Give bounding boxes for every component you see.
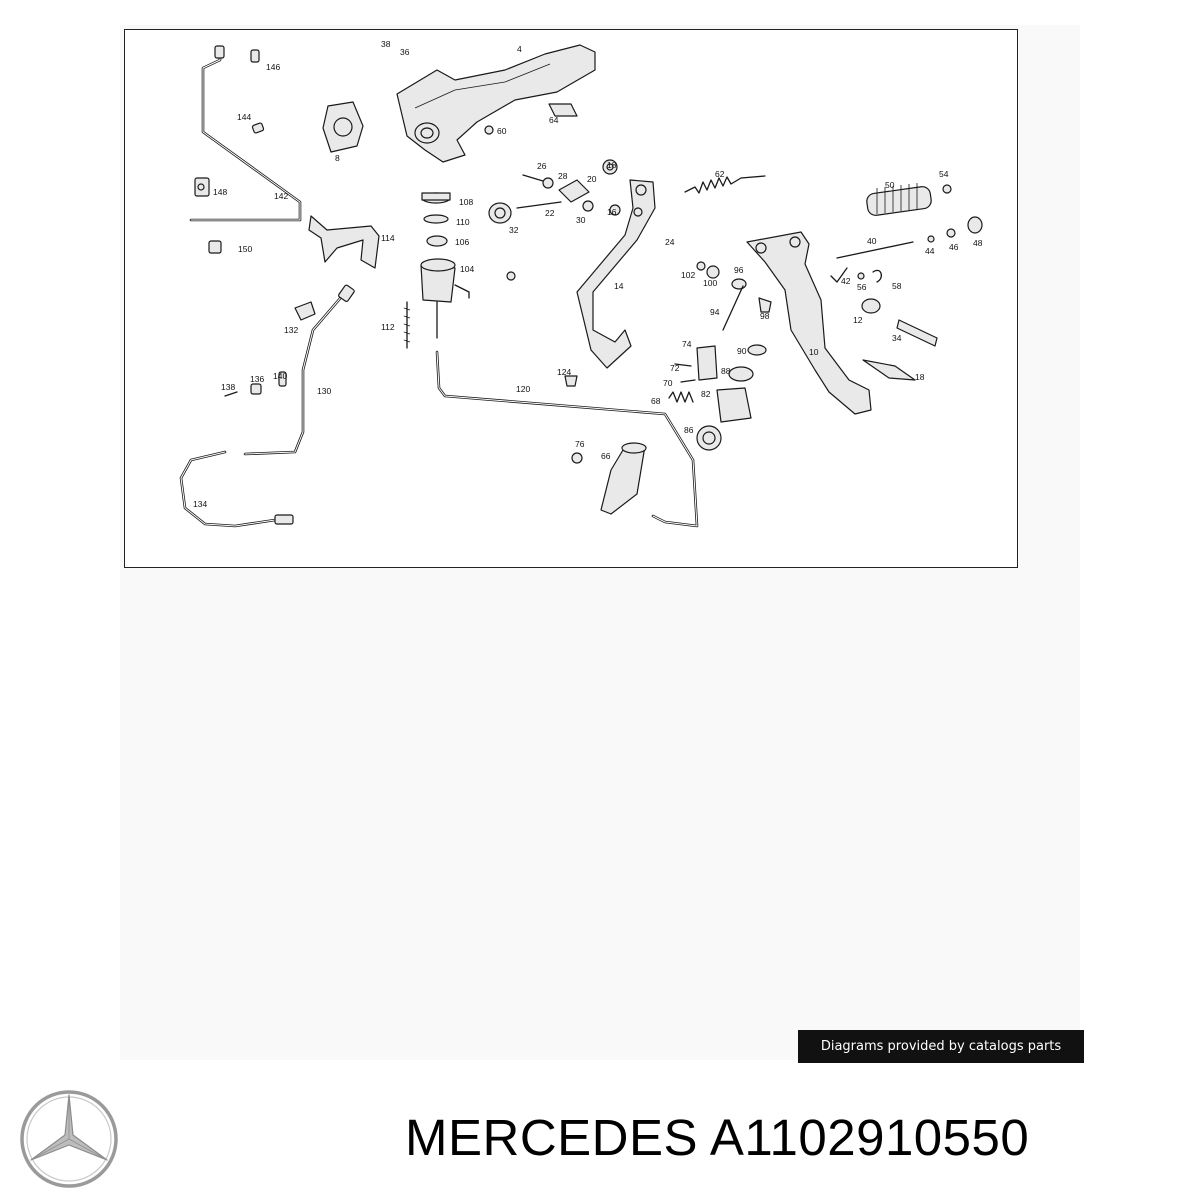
callout-76: 76 [575,439,585,449]
callout-120: 120 [516,384,530,394]
callout-142: 142 [274,191,288,201]
callout-24: 24 [665,237,675,247]
callout-34: 34 [892,333,902,343]
callout-130: 130 [317,386,331,396]
callout-134: 134 [193,499,207,509]
callout-144: 144 [237,112,251,122]
callout-148: 148 [213,187,227,197]
callout-10: 10 [809,347,819,357]
callout-26: 26 [537,161,547,171]
callout-94: 94 [710,307,720,317]
callout-28: 28 [558,171,568,181]
callout-74: 74 [682,339,692,349]
callout-40: 40 [867,236,877,246]
callout-4: 4 [517,44,522,54]
callout-32: 32 [509,225,519,235]
callout-98: 98 [760,311,770,321]
diagram-drawing: 38 36 4 146 144 8 60 64 148 142 150 114 … [179,39,983,528]
part-146-sleeve [250,49,260,63]
callout-100: 100 [703,278,717,288]
callout-104: 104 [460,264,474,274]
callout-44: 44 [925,246,935,256]
callout-88: 88 [721,366,731,376]
callout-90: 90 [737,346,747,356]
callout-62: 62 [715,169,725,179]
pedal-bracket [396,44,596,163]
callout-112: 112 [381,322,395,332]
exploded-parts-diagram: 38 36 4 146 144 8 60 64 148 142 150 114 … [124,29,1018,568]
callout-70: 70 [663,378,673,388]
callout-50: 50 [885,180,895,190]
callout-106: 106 [455,237,469,247]
callout-102: 102 [681,270,695,280]
callout-132: 132 [284,325,298,335]
diagram-credit-banner: Diagrams provided by catalogs parts [798,1030,1084,1063]
callout-68: 68 [651,396,661,406]
callout-138: 138 [221,382,235,392]
callout-150: 150 [238,244,252,254]
callout-labels: 38 36 4 146 144 8 60 64 148 142 150 114 … [193,39,983,509]
callout-22: 22 [545,208,555,218]
callout-20: 20 [587,174,597,184]
callout-54: 54 [939,169,949,179]
clutch-pedal [576,179,656,369]
callout-16: 16 [607,207,617,217]
part-number-title: MERCEDES A1102910550 [405,1109,1030,1166]
callout-140: 140 [273,371,287,381]
callout-146: 146 [266,62,280,72]
mercedes-star-icon [20,1090,118,1188]
callout-18-upper: 18 [607,160,617,170]
callout-124: 124 [557,367,571,377]
callout-72: 72 [670,363,680,373]
callout-86: 86 [684,425,694,435]
callout-56: 56 [857,282,867,292]
callout-42: 42 [841,276,851,286]
callout-48: 48 [973,238,983,248]
callout-58: 58 [892,281,902,291]
callout-108: 108 [459,197,473,207]
callout-12: 12 [853,315,863,325]
callout-38: 38 [381,39,391,49]
callout-114: 114 [381,233,395,243]
callout-60: 60 [497,126,507,136]
callout-18-lower: 18 [915,372,925,382]
callout-66: 66 [601,451,611,461]
callout-82: 82 [701,389,711,399]
callout-14: 14 [614,281,624,291]
callout-110: 110 [456,217,470,227]
callout-36: 36 [400,47,410,57]
callout-64: 64 [549,115,559,125]
callout-46: 46 [949,242,959,252]
callout-136: 136 [250,374,264,384]
callout-96: 96 [734,265,744,275]
callout-8: 8 [335,153,340,163]
callout-30: 30 [576,215,586,225]
brake-pedal [746,231,872,415]
part-144-sleeve [251,122,265,134]
